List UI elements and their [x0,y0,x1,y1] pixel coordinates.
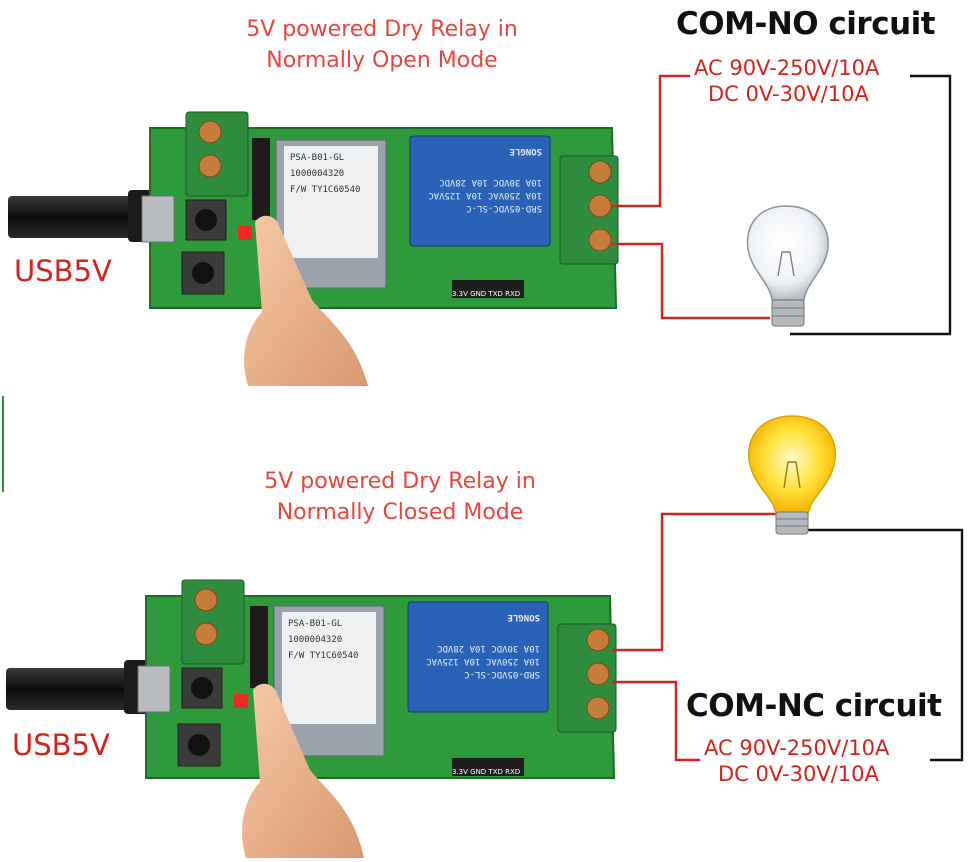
red-wire-com [612,680,700,762]
lamp-on [747,415,837,535]
status-led [234,694,248,708]
module-serial: 1000004320 [290,169,345,179]
pressing-finger [244,215,368,386]
top-pin-label: 3.3V GND TXD RXD [452,290,521,298]
push-button-cap [191,677,213,699]
push-button-cap [188,734,210,756]
left-edge-divider [2,396,4,492]
usb-cable [8,196,134,238]
black-wire-return [790,74,952,336]
bottom-module-print: PSA-B01-GL 1000004320 F/W TY1C60540 [288,616,372,664]
top-board-assembly [8,111,619,386]
module-firmware: F/W TY1C60540 [288,651,359,661]
pin-header [250,606,268,688]
relay-rating-2: 10A 30VDC 10A 28VDC [439,177,542,187]
status-led [238,226,252,240]
relay-model: SRD-05VDC-SL-C [464,669,540,679]
title-line: Normally Open Mode [266,48,498,73]
title-line: 5V powered Dry Relay in [264,469,536,494]
terminal-screw [586,628,610,652]
top-module-print: PSA-B01-GL 1000004320 F/W TY1C60540 [290,150,374,198]
wifi-module-label [284,146,378,258]
top-panel-title: 5V powered Dry Relay in Normally Open Mo… [232,14,532,76]
terminal-screw [588,228,612,252]
bottom-board-assembly [6,579,617,858]
terminal-screw [194,588,218,612]
usb-cable [6,668,132,710]
push-button-cap [192,262,214,284]
red-wire-nc [612,512,780,652]
title-line: Normally Closed Mode [276,500,524,525]
push-button-cap [195,209,217,231]
bottom-wiring [612,512,964,762]
bottom-rating-dc: DC 0V-30V/10A [718,762,879,786]
com-no-circuit-title: COM-NO circuit [676,6,936,42]
terminal-screw [588,194,612,218]
wifi-module-label [282,612,376,724]
module-serial: 1000004320 [288,635,343,645]
top-rating-dc: DC 0V-30V/10A [708,82,869,106]
title-line: 5V powered Dry Relay in [246,17,518,42]
terminal-screw [194,622,218,646]
bottom-panel-title: 5V powered Dry Relay in Normally Closed … [250,466,550,528]
micro-usb-port [137,665,171,713]
terminal-screw [198,120,222,144]
relay-model: SRD-05VDC-SL-C [466,203,542,213]
pressing-finger [242,683,364,858]
terminal-screw [198,154,222,178]
bottom-relay-print: SRD-05VDC-SL-C 10A 250VAC 10A 125VAC 10A… [416,610,540,680]
module-firmware: F/W TY1C60540 [290,185,361,195]
top-usb-label: USB5V [14,254,112,288]
bottom-rating-ac: AC 90V-250V/10A [704,736,890,760]
terminal-screw [586,662,610,686]
pin-header [252,138,270,220]
red-wire-com [612,74,690,208]
module-model: PSA-B01-GL [288,619,343,629]
relay [409,135,551,247]
black-wire-return [800,528,964,762]
micro-usb-port [141,195,175,243]
terminal-screw [588,160,612,184]
relay-brand: SONGLE [507,612,540,622]
relay [407,601,549,713]
relay-brand: SONGLE [509,146,542,156]
red-wire-no [612,242,770,320]
top-wiring [612,74,952,336]
lamp-off [746,205,829,327]
relay-rating-1: 10A 250VAC 10A 125VAC [428,190,542,200]
terminal-screw [586,696,610,720]
top-relay-print: SRD-05VDC-SL-C 10A 250VAC 10A 125VAC 10A… [418,144,542,214]
serial-header [452,758,524,776]
module-model: PSA-B01-GL [290,153,345,163]
serial-header [452,280,524,298]
relay-rating-2: 10A 30VDC 10A 28VDC [437,643,540,653]
com-nc-circuit-title: COM-NC circuit [686,688,942,724]
bottom-pin-label: 3.3V GND TXD RXD [452,768,521,776]
top-rating-ac: AC 90V-250V/10A [694,56,880,80]
bottom-usb-label: USB5V [12,728,110,762]
relay-rating-1: 10A 250VAC 10A 125VAC [426,656,540,666]
